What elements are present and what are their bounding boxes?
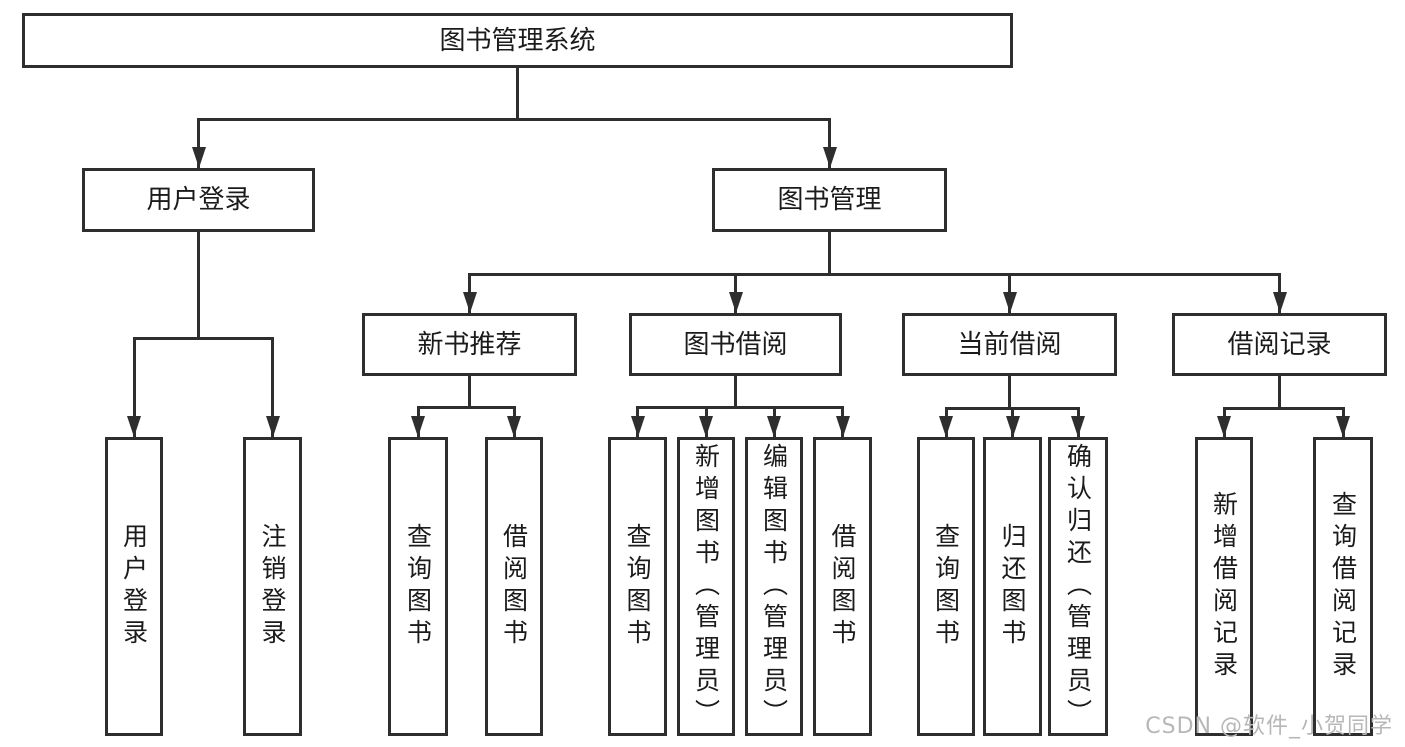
node-bor-edit-books-admin: 编辑图书（管理员）: [745, 437, 803, 736]
arrowhead-down-icon-cur-return-books: [1005, 416, 1020, 437]
node-label-user-login-leaf: 用户登录: [119, 522, 149, 651]
node-current-borrowing: 当前借阅: [902, 313, 1117, 376]
edge-stem-book-management: [828, 232, 831, 276]
edge-drop-user-login: [197, 121, 200, 168]
edge-stem-borrowing-records: [1278, 376, 1281, 410]
edge-stem-library-system: [516, 68, 519, 121]
node-label-library-system: 图书管理系统: [439, 25, 596, 56]
node-label-cur-query-books: 查询图书: [931, 522, 961, 651]
node-cur-query-books: 查询图书: [917, 437, 975, 736]
node-bor-borrow-books: 借阅图书: [813, 437, 872, 736]
edge-drop-user-login-leaf: [132, 340, 136, 437]
node-label-book-borrowing: 图书借阅: [683, 329, 788, 360]
arrowhead-down-icon-user-login-leaf: [127, 416, 141, 437]
arrowhead-down-icon-nbr-query-books: [411, 416, 425, 437]
node-new-book-recommend: 新书推荐: [362, 313, 577, 376]
edge-bus-book-borrowing: [636, 406, 844, 409]
arrowhead-down-icon-bor-edit-books-admin: [767, 416, 781, 437]
node-log-query-borrow-record: 查询借阅记录: [1313, 437, 1373, 736]
arrowhead-down-icon-new-book-recommend: [462, 292, 477, 313]
node-nbr-borrow-books: 借阅图书: [485, 437, 543, 736]
node-label-user-login: 用户登录: [146, 185, 251, 215]
node-logout-leaf: 注销登录: [243, 437, 302, 736]
arrowhead-down-icon-log-add-borrow-record: [1217, 416, 1231, 437]
edge-bus-current-borrowing: [944, 407, 1080, 410]
arrowhead-down-icon-bor-borrow-books: [835, 416, 850, 437]
node-nbr-query-books: 查询图书: [388, 437, 448, 736]
node-user-login-leaf: 用户登录: [105, 437, 163, 736]
arrowhead-down-icon-borrowing-records: [1272, 292, 1287, 313]
edge-stem-new-book-recommend: [468, 376, 471, 409]
node-label-bor-add-books-admin: 新增图书（管理员）: [691, 442, 721, 731]
edge-stem-current-borrowing: [1008, 376, 1011, 410]
arrowhead-down-icon-logout-leaf: [265, 416, 280, 437]
node-label-bor-edit-books-admin: 编辑图书（管理员）: [759, 442, 789, 731]
arrowhead-down-icon-current-borrowing: [1002, 292, 1017, 313]
node-log-add-borrow-record: 新增借阅记录: [1195, 437, 1253, 736]
edge-bus-borrowing-records: [1222, 407, 1345, 410]
node-label-log-query-borrow-record: 查询借阅记录: [1328, 490, 1358, 683]
node-user-login: 用户登录: [82, 168, 315, 232]
node-label-nbr-query-books: 查询图书: [403, 522, 433, 651]
node-cur-confirm-return-admin: 确认归还（管理员）: [1048, 437, 1108, 736]
edge-drop-logout-leaf: [271, 340, 274, 437]
edge-drop-book-management: [828, 121, 831, 168]
edge-bus-book-management: [468, 273, 1281, 276]
edge-bus-library-system: [197, 118, 831, 121]
node-bor-query-books: 查询图书: [608, 437, 667, 736]
node-label-bor-query-books: 查询图书: [623, 522, 652, 651]
node-label-logout-leaf: 注销登录: [258, 522, 287, 651]
node-label-borrowing-records: 借阅记录: [1227, 329, 1332, 360]
arrowhead-down-icon-log-query-borrow-record: [1336, 416, 1350, 437]
csdn-watermark: CSDN @软件_小贺同学: [1145, 714, 1393, 739]
node-label-current-borrowing: 当前借阅: [957, 329, 1062, 360]
node-borrowing-records: 借阅记录: [1172, 313, 1387, 376]
node-label-nbr-borrow-books: 借阅图书: [499, 522, 529, 651]
arrowhead-down-icon-book-management: [822, 147, 837, 168]
arrowhead-down-icon-user-login: [191, 147, 206, 168]
node-library-system: 图书管理系统: [22, 13, 1013, 68]
arrowhead-down-icon-nbr-borrow-books: [507, 416, 521, 437]
node-book-borrowing: 图书借阅: [629, 313, 842, 376]
node-label-cur-return-books: 归还图书: [998, 522, 1027, 651]
node-label-cur-confirm-return-admin: 确认归还（管理员）: [1063, 442, 1093, 731]
arrowhead-down-icon-bor-add-books-admin: [699, 416, 713, 437]
arrowhead-down-icon-cur-query-books: [939, 416, 953, 437]
node-label-log-add-borrow-record: 新增借阅记录: [1209, 490, 1239, 683]
node-book-management: 图书管理: [712, 168, 947, 232]
node-label-new-book-recommend: 新书推荐: [417, 329, 522, 360]
node-label-book-management: 图书管理: [777, 185, 882, 215]
node-bor-add-books-admin: 新增图书（管理员）: [677, 437, 735, 736]
arrowhead-down-icon-cur-confirm-return-admin: [1071, 416, 1085, 437]
arrowhead-down-icon-book-borrowing: [728, 292, 743, 313]
node-cur-return-books: 归还图书: [983, 437, 1042, 736]
node-label-bor-borrow-books: 借阅图书: [828, 522, 857, 651]
edge-stem-book-borrowing: [734, 376, 737, 409]
edge-stem-user-login: [197, 232, 200, 340]
arrowhead-down-icon-bor-query-books: [630, 416, 645, 437]
edge-bus-new-book-recommend: [416, 406, 516, 409]
edge-bus-user-login: [132, 337, 274, 340]
